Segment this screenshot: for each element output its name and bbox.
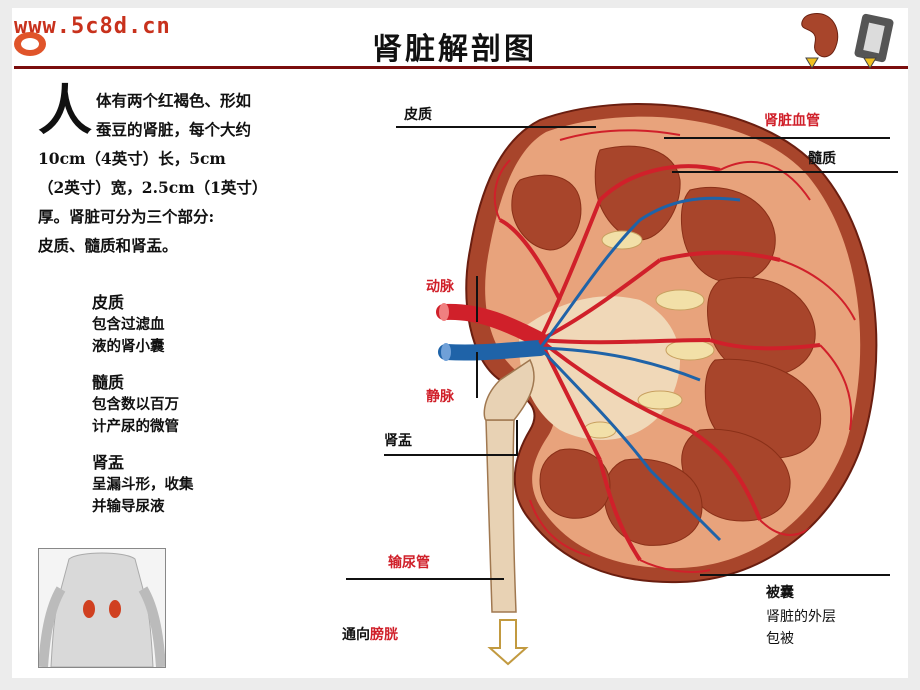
left-kidney-mark: [83, 600, 95, 618]
section-medulla: 髓质 包含数以百万 计产尿的微管: [92, 372, 179, 438]
label-capsule-desc: 肾脏的外层: [766, 609, 836, 625]
label-bladder: 膀胱: [370, 627, 398, 643]
intro-initial: 人: [38, 78, 92, 142]
intro-line: 蚕豆的肾脏，每个大约: [96, 120, 252, 139]
intro-line: （2英寸）宽，2.5cm（1英寸）: [38, 178, 268, 197]
leader-pelvis: [384, 454, 518, 456]
label-capsule-desc: 包被: [766, 631, 794, 647]
cortical-arterioles: [493, 129, 856, 573]
medullary-pyramids: [511, 145, 822, 546]
body-location-inset: [38, 548, 166, 668]
label-ureter: 输尿管: [388, 555, 430, 571]
leader-artery: [476, 276, 478, 322]
film-icon: [854, 13, 894, 69]
label-renal-vessels: 肾脏血管: [764, 113, 820, 129]
arterial-branches: [499, 164, 821, 562]
section-line: 呈漏斗形，收集: [92, 476, 194, 493]
intro-line: 10cm（4英寸）长，5cm: [38, 149, 226, 168]
section-cortex: 皮质 包含过滤血 液的肾小囊: [92, 292, 165, 358]
leader-medulla: [672, 171, 898, 173]
kidney-icon: [801, 13, 839, 69]
renal-artery: [436, 303, 548, 348]
title-rule: [14, 66, 908, 69]
pelvis-funnel: [483, 358, 535, 421]
venous-branches: [538, 196, 741, 542]
intro-line: 体有两个红褐色、形如: [96, 91, 252, 110]
leader-cortex: [396, 126, 596, 128]
leader-ureter: [346, 578, 504, 580]
label-pelvis: 肾盂: [384, 433, 412, 449]
label-artery: 动脉: [426, 279, 454, 295]
section-line: 包含过滤血: [92, 316, 165, 333]
intro-paragraph: 体有两个红褐色、形如 蚕豆的肾脏，每个大约 10cm（4英寸）长，5cm （2英…: [38, 86, 368, 260]
section-pelvis: 肾盂 呈漏斗形，收集 并输导尿液: [92, 452, 194, 518]
logo-badge-icon: [14, 32, 46, 56]
label-to-bladder: 通向膀胱: [342, 624, 398, 644]
intro-line: 厚。肾脏可分为三个部分:: [38, 207, 215, 226]
torso-figure: [39, 552, 165, 667]
section-line: 并输导尿液: [92, 498, 165, 515]
leader-vein: [476, 352, 478, 398]
leader-pelvis-v: [516, 420, 518, 456]
section-line: 包含数以百万: [92, 396, 179, 413]
section-line: 液的肾小囊: [92, 338, 165, 355]
section-heading: 皮质: [92, 293, 125, 312]
right-kidney-mark: [109, 600, 121, 618]
intro-line: 皮质、髓质和肾盂。: [38, 236, 178, 255]
label-cortex: 皮质: [404, 107, 432, 123]
label-medulla: 髓质: [808, 151, 836, 167]
renal-calyces: [583, 230, 715, 439]
section-heading: 肾盂: [92, 453, 125, 472]
down-arrow-icon: [487, 619, 529, 666]
ureter: [485, 419, 517, 613]
label-to-prefix: 通向: [342, 627, 370, 643]
label-vein: 静脉: [426, 389, 454, 405]
section-heading: 髓质: [92, 373, 125, 392]
page-title: 肾脏解剖图: [372, 32, 537, 67]
leader-vessels: [664, 137, 890, 139]
renal-vein: [438, 340, 548, 361]
label-capsule: 被囊: [766, 585, 794, 601]
section-line: 计产尿的微管: [92, 418, 179, 435]
leader-capsule: [700, 574, 890, 576]
